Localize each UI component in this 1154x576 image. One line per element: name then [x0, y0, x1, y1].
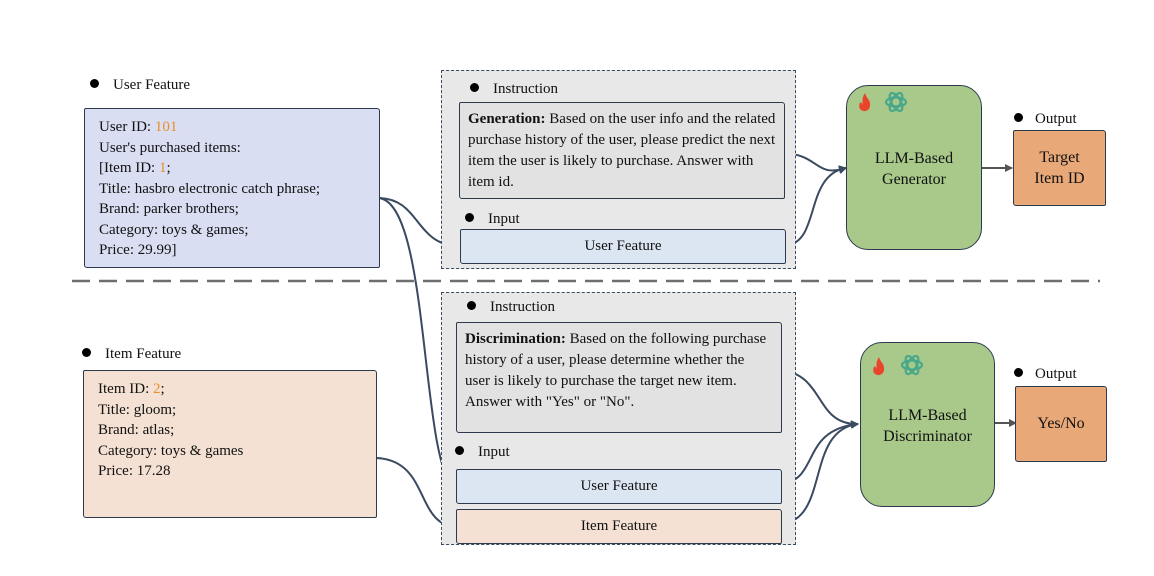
- line-text: Title: hasbro electronic catch phrase;: [99, 180, 321, 197]
- discrimination-instruction-title: Discrimination:: [465, 331, 566, 347]
- user-feature-line: User's purchased items:: [99, 138, 379, 159]
- bullet-icon: [470, 83, 479, 92]
- item-feature-text: Item ID: 2;Title: gloom;Brand: atlas;Cat…: [84, 371, 376, 482]
- disc-input-user-feature: User Feature: [456, 469, 782, 504]
- llm-discriminator-box: LLM-Based Discriminator: [860, 342, 995, 507]
- openai-icon: [900, 354, 924, 376]
- item-feature-line: Price: 17.28: [98, 461, 376, 482]
- line-text: User's purchased items:: [99, 139, 241, 156]
- llm-discriminator-label: LLM-Based Discriminator: [861, 405, 994, 447]
- gen-output-line2: Item ID: [1034, 170, 1085, 187]
- bullet-icon: [1014, 368, 1023, 377]
- generation-instruction-title: Generation:: [468, 111, 546, 127]
- fire-icon: [873, 357, 885, 376]
- gen-output-heading: Output: [1014, 110, 1077, 128]
- user-feature-line: [Item ID: 1;: [99, 158, 379, 179]
- disc-output-label: Output: [1035, 366, 1077, 382]
- highlighted-id: 1: [158, 160, 167, 176]
- line-text: Brand: parker brothers;: [99, 201, 239, 217]
- llm-discriminator-line2: Discriminator: [883, 428, 972, 445]
- discrimination-instruction-card: Discrimination: Based on the following p…: [456, 322, 782, 433]
- item-feature-card: Item ID: 2;Title: gloom;Brand: atlas;Cat…: [83, 370, 377, 518]
- generation-instruction-body: Based on the user info and the related p…: [468, 111, 776, 190]
- gen-output-line1: Target: [1039, 149, 1080, 166]
- gen-instruction-heading: Instruction: [470, 80, 558, 98]
- item-feature-line: Category: toys & games: [98, 441, 376, 462]
- user-feature-line: Title: hasbro electronic catch phrase;: [99, 179, 379, 200]
- disc-output-card: Yes/No: [1015, 386, 1107, 462]
- line-text: Item ID:: [98, 381, 153, 397]
- gen-input-label: Input: [488, 211, 520, 227]
- line-suffix: ;: [166, 160, 171, 176]
- line-text: Brand: atlas;: [98, 422, 175, 438]
- bullet-icon: [1014, 113, 1023, 122]
- item-feature-line: Item ID: 2;: [98, 379, 376, 400]
- llm-generator-line2: Generator: [882, 171, 946, 188]
- user-feature-line: Price: 29.99]: [99, 240, 379, 261]
- gen-output-text: Target Item ID: [1014, 131, 1105, 205]
- item-feature-label: Item Feature: [105, 346, 182, 362]
- disc-input-heading: Input: [455, 443, 510, 461]
- item-feature-heading: Item Feature: [82, 345, 181, 363]
- user-feature-line: Category: toys & games;: [99, 220, 379, 241]
- gen-input-user-feature: User Feature: [460, 229, 786, 264]
- user-feature-line: Brand: parker brothers;: [99, 199, 379, 220]
- discrimination-instruction-text: Discrimination: Based on the following p…: [457, 323, 781, 413]
- bullet-icon: [467, 301, 476, 310]
- line-text: Title: gloom;: [98, 401, 177, 418]
- gen-instruction-label: Instruction: [493, 81, 558, 97]
- user-feature-line: User ID: 101: [99, 117, 379, 138]
- line-text: Category: toys & games: [98, 442, 244, 459]
- line-text: User ID:: [99, 119, 155, 135]
- bullet-icon: [455, 446, 464, 455]
- line-text: Category: toys & games;: [99, 221, 249, 238]
- gen-input-heading: Input: [465, 210, 520, 228]
- line-text: Price: 17.28: [98, 463, 171, 479]
- llm-discriminator-line1: LLM-Based: [888, 407, 967, 424]
- arrow-gen-input-to-llm: [787, 165, 847, 246]
- user-feature-heading: User Feature: [90, 76, 190, 94]
- disc-input-item-feature-label: Item Feature: [580, 518, 658, 534]
- item-feature-line: Brand: atlas;: [98, 420, 376, 441]
- disc-input-label: Input: [478, 444, 510, 460]
- highlighted-id: 2: [152, 381, 161, 397]
- disc-instruction-label: Instruction: [490, 299, 555, 315]
- disc-output-heading: Output: [1014, 365, 1077, 383]
- bullet-icon: [90, 79, 99, 88]
- item-feature-line: Title: gloom;: [98, 400, 376, 421]
- fire-icon: [859, 93, 871, 112]
- gen-output-label: Output: [1035, 111, 1077, 127]
- disc-input-item-feature: Item Feature: [456, 509, 782, 544]
- generation-instruction-card: Generation: Based on the user info and t…: [459, 102, 785, 199]
- bullet-icon: [82, 348, 91, 357]
- llm-generator-label: LLM-Based Generator: [847, 148, 981, 190]
- bullet-icon: [465, 213, 474, 222]
- line-suffix: ;: [160, 381, 165, 397]
- line-text: Price: 29.99]: [99, 242, 177, 258]
- highlighted-id: 101: [154, 119, 178, 135]
- line-text: [Item ID:: [99, 160, 159, 176]
- llm-generator-line1: LLM-Based: [874, 150, 954, 167]
- openai-icon: [884, 91, 908, 113]
- gen-input-user-feature-label: User Feature: [584, 238, 662, 254]
- discrimination-instruction-body: Based on the following purchase history …: [465, 331, 767, 410]
- disc-input-user-feature-label: User Feature: [580, 478, 658, 494]
- gen-output-card: Target Item ID: [1013, 130, 1106, 206]
- user-feature-label: User Feature: [113, 77, 191, 93]
- generation-instruction-text: Generation: Based on the user info and t…: [460, 103, 784, 193]
- disc-output-text: Yes/No: [1037, 415, 1085, 432]
- llm-generator-box: LLM-Based Generator: [846, 85, 982, 250]
- disc-instruction-heading: Instruction: [467, 298, 555, 316]
